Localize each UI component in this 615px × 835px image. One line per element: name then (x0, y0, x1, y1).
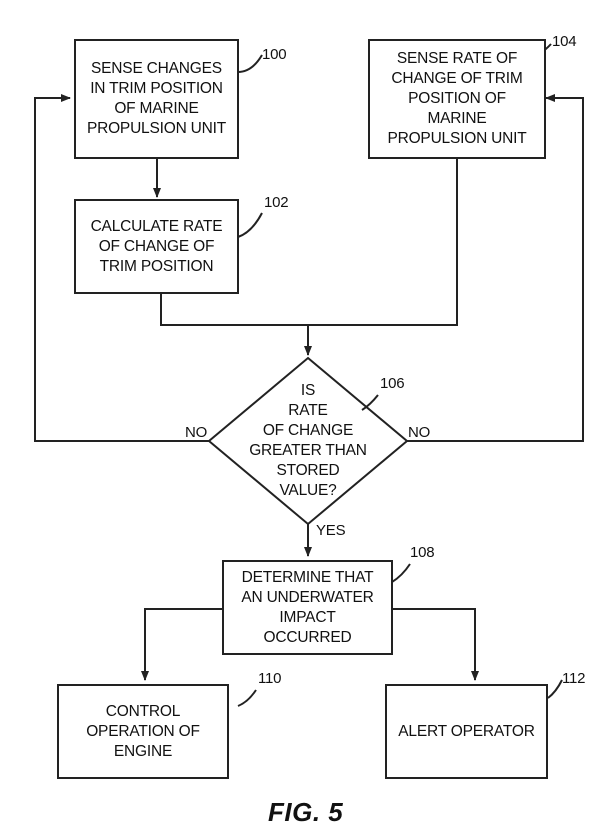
step-104-sense-rate: SENSE RATE OF CHANGE OF TRIM POSITION OF… (368, 39, 546, 159)
line-102-to-merge (160, 293, 308, 326)
step-112-text: ALERT OPERATOR (398, 722, 535, 740)
leader-100 (237, 54, 263, 73)
step-104-text: SENSE RATE OF CHANGE OF TRIM POSITION OF… (387, 50, 527, 147)
arrow-108-to-112 (392, 608, 479, 681)
line-104-to-merge (308, 158, 458, 326)
step-112-alert-operator: ALERT OPERATOR (385, 684, 548, 779)
ref-110: 110 (258, 670, 282, 687)
figure-label: FIG. 5 (268, 797, 344, 827)
leader-112 (547, 679, 563, 699)
step-106-text: IS RATE OF CHANGE GREATER THAN STORED VA… (249, 382, 367, 499)
step-108-determine-impact: DETERMINE THAT AN UNDERWATER IMPACT OCCU… (222, 560, 393, 655)
ref-100: 100 (262, 46, 287, 63)
step-102-text: CALCULATE RATE OF CHANGE OF TRIM POSITIO… (90, 217, 223, 275)
ref-108: 108 (410, 544, 435, 561)
ref-104: 104 (552, 33, 577, 50)
loop-no-right (404, 94, 584, 442)
label-no-right: NO (408, 424, 431, 441)
step-110-text: CONTROL OPERATION OF ENGINE (86, 702, 200, 760)
step-102-calculate-rate: CALCULATE RATE OF CHANGE OF TRIM POSITIO… (74, 199, 239, 294)
leader-102 (237, 212, 263, 238)
step-110-control-engine: CONTROL OPERATION OF ENGINE (57, 684, 229, 779)
leader-106 (361, 394, 379, 411)
step-100-text: SENSE CHANGES IN TRIM POSITION OF MARINE… (86, 60, 227, 137)
leader-110 (237, 689, 257, 707)
loop-no-left (34, 94, 213, 442)
decision-diamond-106 (207, 356, 409, 526)
step-100-sense-changes: SENSE CHANGES IN TRIM POSITION OF MARINE… (74, 39, 239, 159)
label-yes: YES (316, 522, 346, 539)
ref-112: 112 (562, 670, 586, 687)
leader-108 (391, 563, 411, 583)
step-108-text: DETERMINE THAT AN UNDERWATER IMPACT OCCU… (241, 568, 374, 646)
arrow-108-to-110 (141, 608, 222, 681)
ref-106: 106 (380, 375, 405, 392)
label-no-left: NO (185, 424, 208, 441)
ref-102: 102 (264, 194, 289, 211)
